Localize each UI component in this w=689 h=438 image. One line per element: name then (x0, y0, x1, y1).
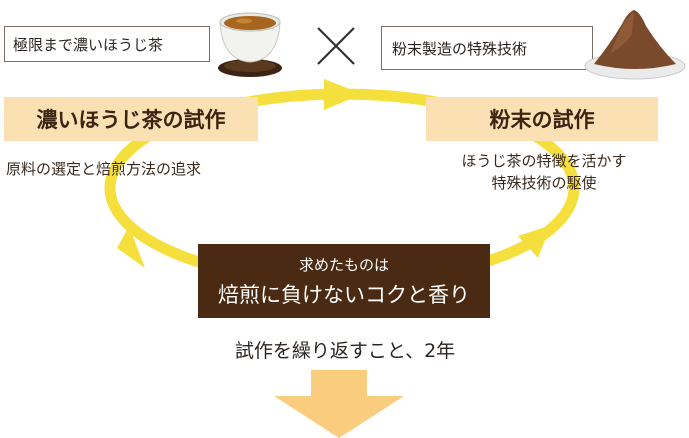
top-left-label-text: 極限まで濃いほうじ茶 (13, 35, 164, 54)
tea-cup-icon (218, 12, 282, 77)
top-right-label: 粉末製造の特殊技術 (381, 26, 593, 70)
right-step-description: ほうじ茶の特徴を活かす 特殊技術の駆使 (420, 150, 668, 194)
right-step-title-text: 粉末の試作 (489, 108, 595, 132)
right-step-description-line2: 特殊技術の駆使 (491, 174, 597, 192)
powder-pile-icon (584, 10, 686, 80)
goal-line1: 求めたものは (298, 256, 389, 274)
left-step-title-text: 濃いほうじ茶の試作 (36, 108, 226, 132)
goal-line2: 焙煎に負けないコクと香り (218, 283, 470, 307)
result-text: 試作を繰り返すこと、2年 (234, 340, 456, 362)
left-step-title: 濃いほうじ茶の試作 (4, 97, 258, 141)
top-right-label-text: 粉末製造の特殊技術 (392, 39, 528, 58)
cycle-arrow-top-icon (324, 79, 362, 110)
cross-icon (317, 27, 355, 65)
top-left-label: 極限まで濃いほうじ茶 (4, 26, 210, 62)
right-step-title: 粉末の試作 (426, 97, 658, 141)
cycle-arrow-right-icon (518, 225, 551, 258)
goal-box: 求めたものは 焙煎に負けないコクと香り (198, 244, 490, 318)
right-step-description-line1: ほうじ茶の特徴を活かす (461, 152, 627, 170)
cycle-arrow-left-icon (117, 226, 145, 268)
left-step-description-text: 原料の選定と焙煎方法の追求 (6, 160, 202, 178)
left-step-description: 原料の選定と焙煎方法の追求 (4, 158, 260, 180)
down-arrow-icon (274, 370, 404, 438)
